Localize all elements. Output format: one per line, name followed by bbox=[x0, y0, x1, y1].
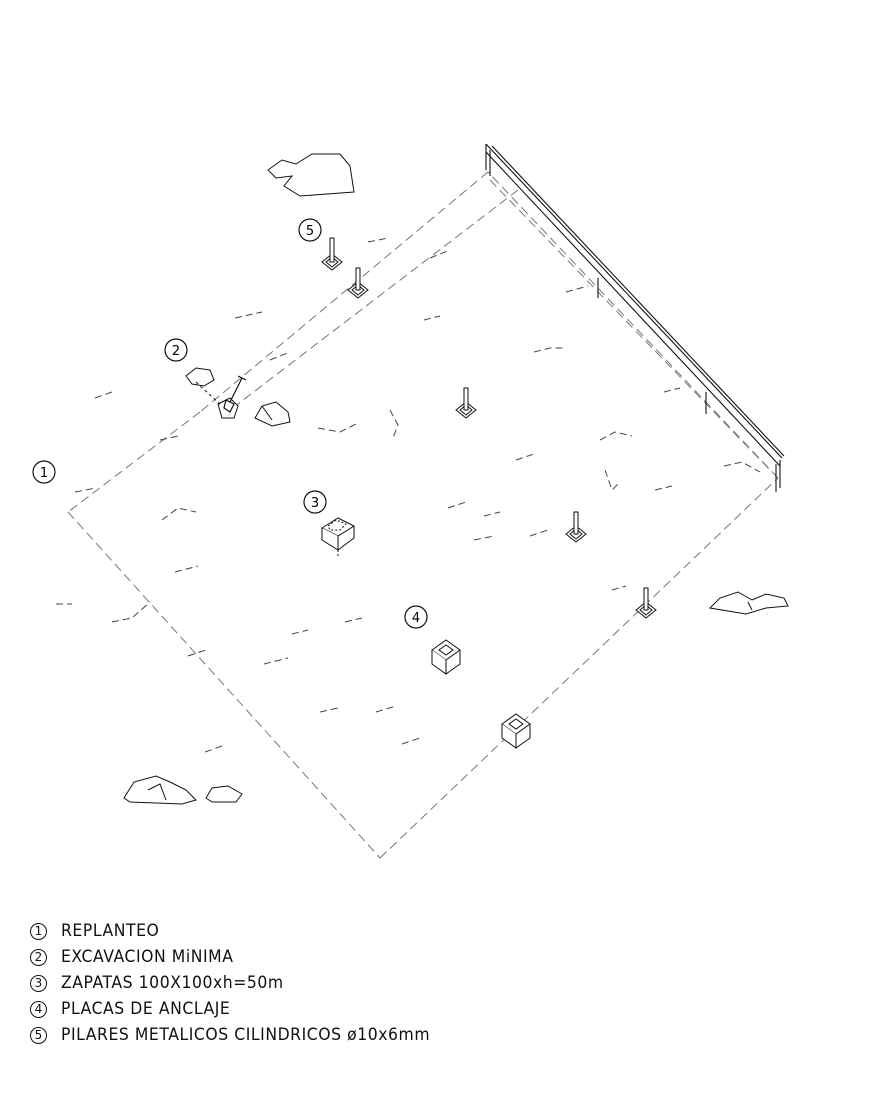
footing-zapata bbox=[320, 517, 356, 558]
footing-with-anchor-plate bbox=[501, 713, 531, 749]
shovel-icon bbox=[223, 375, 247, 413]
legend-label: EXCAVACION MiNIMA bbox=[61, 947, 234, 967]
pillar-with-plate bbox=[455, 387, 477, 419]
legend-item: 1 REPLANTEO bbox=[30, 918, 462, 944]
legend-item: 3 ZAPATAS 100X100xh=50m bbox=[30, 970, 462, 996]
rock-left bbox=[254, 401, 291, 427]
pillar-with-plate bbox=[347, 267, 369, 299]
svg-text:2: 2 bbox=[172, 344, 180, 359]
footing-with-anchor-plate bbox=[431, 639, 461, 675]
legend-label: PILARES METALICOS CILINDRICOS ø10x6mm bbox=[61, 1025, 431, 1045]
legend-number: 2 bbox=[30, 948, 47, 966]
legend-number: 5 bbox=[30, 1026, 47, 1044]
legend-number: 1 bbox=[30, 922, 47, 940]
legend-label: REPLANTEO bbox=[61, 921, 160, 941]
pillar-with-plate bbox=[321, 237, 343, 271]
legend-label: ZAPATAS 100X100xh=50m bbox=[61, 973, 284, 993]
legend-number: 4 bbox=[30, 1000, 47, 1018]
callout-2: 2 bbox=[164, 338, 188, 362]
legend-item: 4 PLACAS DE ANCLAJE bbox=[30, 996, 462, 1022]
isometric-site-drawing: 1 2 3 4 5 bbox=[32, 143, 789, 859]
fence-rail bbox=[485, 143, 785, 492]
svg-text:4: 4 bbox=[412, 611, 420, 626]
pillar-with-plate bbox=[565, 511, 587, 543]
legend-number: 3 bbox=[30, 974, 47, 992]
svg-text:3: 3 bbox=[311, 496, 319, 511]
ground-texture bbox=[56, 237, 761, 753]
svg-text:5: 5 bbox=[306, 224, 314, 239]
callout-5: 5 bbox=[298, 218, 322, 242]
callout-4: 4 bbox=[404, 605, 428, 629]
rock-bottom-left bbox=[123, 775, 243, 805]
rock-right bbox=[708, 591, 789, 615]
svg-text:1: 1 bbox=[40, 466, 48, 481]
rock-top bbox=[267, 153, 355, 197]
legend-item: 5 PILARES METALICOS CILINDRICOS ø10x6mm bbox=[30, 1022, 462, 1048]
legend: 1 REPLANTEO 2 EXCAVACION MiNIMA 3 ZAPATA… bbox=[30, 918, 462, 1048]
pillar-with-plate bbox=[635, 587, 657, 619]
legend-label: PLACAS DE ANCLAJE bbox=[61, 999, 231, 1019]
replanteo-outline bbox=[67, 171, 779, 859]
legend-item: 2 EXCAVACION MiNIMA bbox=[30, 944, 462, 970]
callout-3: 3 bbox=[303, 490, 327, 514]
callout-1: 1 bbox=[32, 460, 56, 484]
